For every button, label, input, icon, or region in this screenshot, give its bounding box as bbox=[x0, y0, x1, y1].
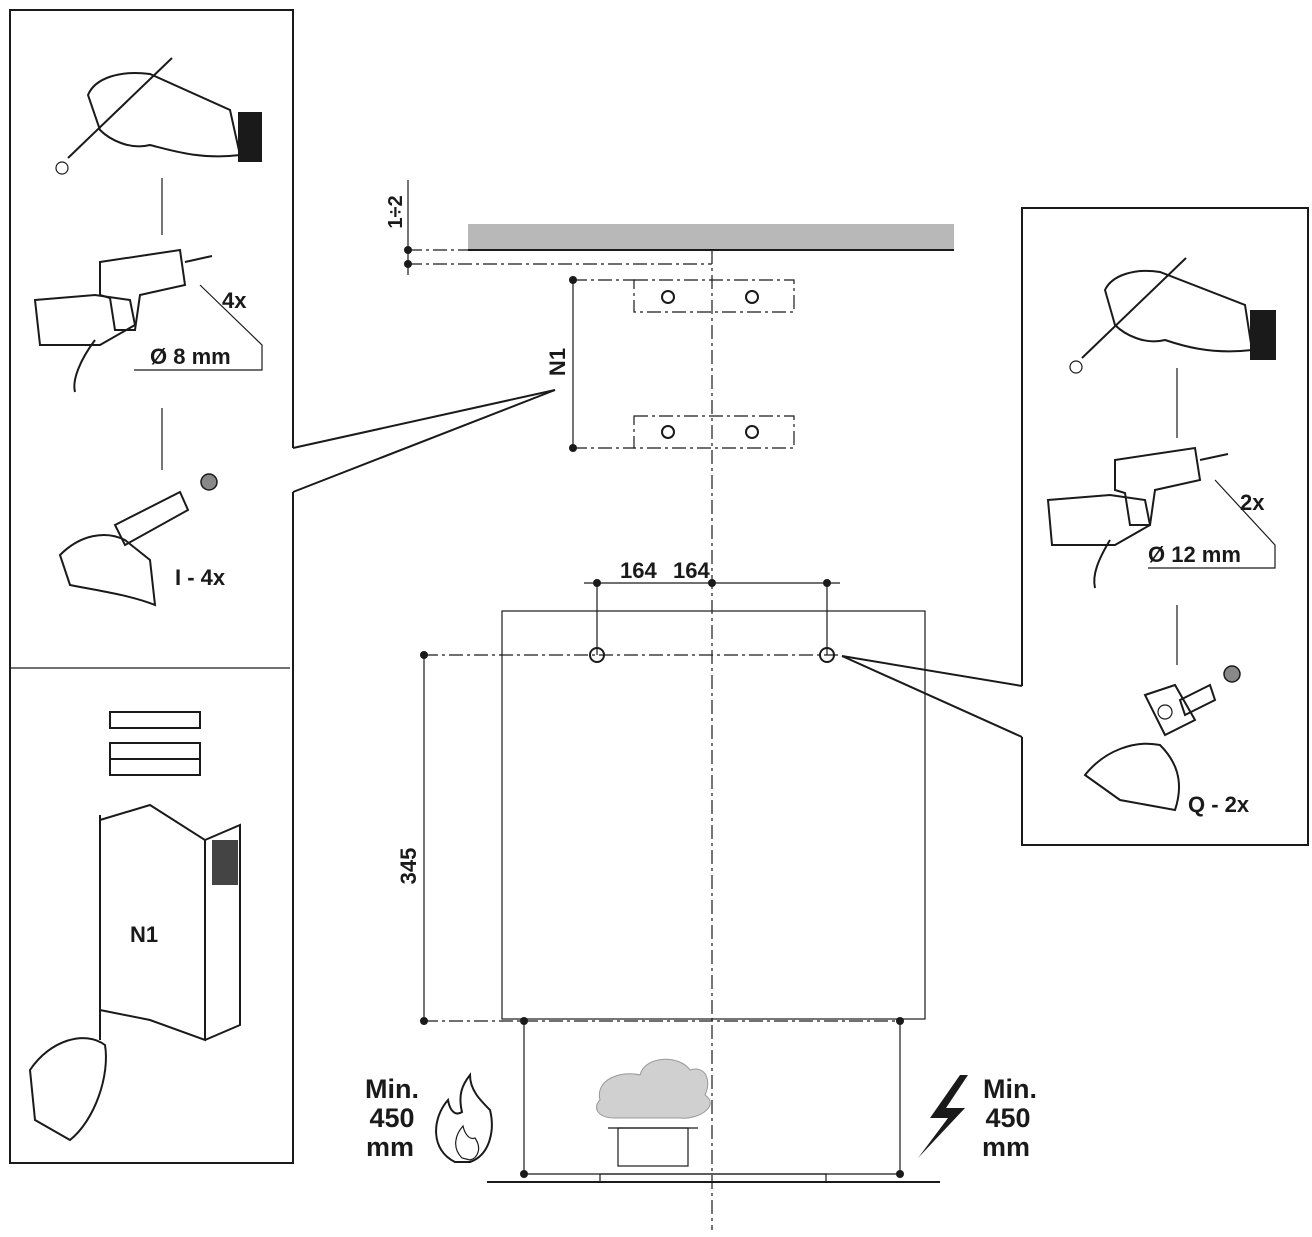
wall-plug-icon bbox=[58, 473, 218, 607]
drill-icon bbox=[1046, 446, 1229, 589]
ceiling bbox=[468, 224, 954, 250]
screw-count: Q - 2x bbox=[1188, 792, 1250, 817]
gas-min-value: 450 bbox=[369, 1103, 414, 1133]
left-drill-count: 4x bbox=[222, 288, 247, 313]
marking-hand-icon bbox=[55, 57, 262, 175]
electric-min-unit: mm bbox=[982, 1132, 1030, 1162]
plug-count: I - 4x bbox=[175, 565, 226, 590]
bracket-icon bbox=[109, 711, 201, 776]
lower-bracket bbox=[633, 415, 795, 449]
right-instruction-panel: 2x Ø 12 mm Q - 2x bbox=[1021, 207, 1309, 846]
height-dimension: 345 bbox=[396, 848, 421, 885]
marking-hand-icon bbox=[1069, 257, 1276, 374]
upper-bracket bbox=[633, 279, 795, 313]
electric-min-value: 450 bbox=[985, 1103, 1030, 1133]
ceiling-gap-label: 1÷2 bbox=[385, 195, 407, 228]
hole-spacing-right: 164 bbox=[673, 558, 710, 583]
hood-outline bbox=[501, 610, 926, 1020]
gas-min-label: Min. bbox=[365, 1074, 419, 1104]
chimney-icon bbox=[28, 803, 241, 1142]
right-drill-count: 2x bbox=[1240, 490, 1265, 515]
lightning-icon bbox=[918, 1075, 968, 1158]
screw-icon bbox=[1083, 665, 1241, 812]
bracket-label: N1 bbox=[545, 348, 570, 376]
hole-spacing-left: 164 bbox=[620, 558, 657, 583]
electric-min-label: Min. bbox=[983, 1074, 1037, 1104]
right-drill-diameter: Ø 12 mm bbox=[1148, 542, 1241, 567]
flame-icon bbox=[435, 1072, 493, 1163]
left-drill-diameter: Ø 8 mm bbox=[150, 344, 231, 369]
chimney-label: N1 bbox=[130, 922, 158, 947]
left-instruction-panel: 4x Ø 8 mm I - 4x N1 bbox=[9, 9, 294, 1164]
drill-icon bbox=[33, 248, 213, 393]
gas-min-unit: mm bbox=[366, 1132, 414, 1162]
pot-icon bbox=[596, 1058, 711, 1167]
